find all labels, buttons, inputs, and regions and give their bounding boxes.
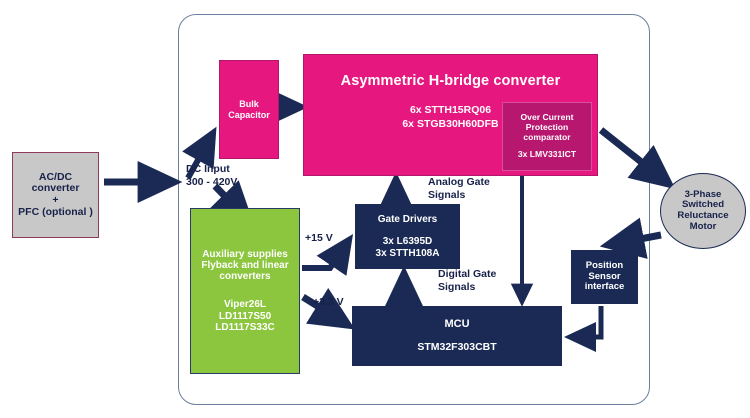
motor-line2: Switched bbox=[681, 199, 725, 211]
aux-line2: Flyback and linear bbox=[201, 259, 289, 271]
gatedrivers-part-2: 3x STTH108A bbox=[375, 247, 440, 259]
acdc-line3: + bbox=[52, 194, 59, 206]
aux-line3: converters bbox=[219, 270, 271, 282]
motor-line1: 3-Phase bbox=[684, 188, 722, 200]
mcu-title: MCU bbox=[444, 317, 470, 330]
hbridge-part-2: 6x STGB30H60DFB bbox=[402, 118, 499, 131]
hbridge-part-1: 6x STTH15RQ06 bbox=[409, 104, 492, 117]
aux-line1: Auxiliary supplies bbox=[202, 248, 288, 260]
bulkcap-line2: Capacitor bbox=[228, 109, 270, 120]
position-sensor-line2: Sensor bbox=[588, 270, 621, 282]
block-three-phase-switched-reluctance-motor[interactable]: 3-Phase Switched Reluctance Motor bbox=[660, 173, 746, 249]
label-3v3-rail: +3.3 V bbox=[313, 296, 344, 308]
position-sensor-line3: interface bbox=[584, 281, 625, 293]
motor-line4: Motor bbox=[689, 220, 717, 232]
gatedrivers-title: Gate Drivers bbox=[377, 214, 438, 226]
block-over-current-protection-comparator[interactable]: Over Current Protection comparator 3x LM… bbox=[502, 102, 592, 171]
hbridge-title: Asymmetric H-bridge converter bbox=[340, 73, 561, 89]
ocp-part: 3x LMV331ICT bbox=[517, 149, 577, 160]
block-position-sensor-interface[interactable]: Position Sensor interface bbox=[571, 250, 638, 304]
ocp-line3: comparator bbox=[523, 131, 571, 142]
gatedrivers-part-1: 3x L6395D bbox=[382, 235, 433, 247]
block-mcu[interactable]: MCU STM32F303CBT bbox=[352, 306, 562, 366]
position-sensor-line1: Position bbox=[585, 260, 624, 272]
block-acdc-converter[interactable]: AC/DC converter + PFC (optional ) bbox=[12, 152, 99, 238]
aux-part-1: Viper26L bbox=[223, 299, 267, 311]
mcu-part: STM32F303CBT bbox=[417, 341, 497, 354]
label-15v-rail: +15 V bbox=[305, 232, 333, 244]
block-auxiliary-supplies[interactable]: Auxiliary supplies Flyback and linear co… bbox=[190, 208, 300, 374]
system-boundary-outline bbox=[178, 14, 650, 405]
ocp-line1: Over Current bbox=[520, 112, 574, 123]
aux-part-3: LD1117S33C bbox=[215, 322, 275, 334]
ocp-line2: Protection bbox=[525, 121, 569, 132]
label-dc-input: DC Input 300 - 420V bbox=[186, 163, 238, 188]
label-analog-gate-signals: Analog Gate Signals bbox=[428, 176, 490, 201]
aux-part-2: LD1117S50 bbox=[218, 311, 272, 323]
block-bulk-capacitor[interactable]: Bulk Capacitor bbox=[219, 60, 279, 159]
motor-line3: Reluctance bbox=[677, 210, 729, 221]
acdc-line2: converter bbox=[31, 182, 80, 195]
block-gate-drivers[interactable]: Gate Drivers 3x L6395D 3x STTH108A bbox=[355, 204, 460, 269]
acdc-line1: AC/DC bbox=[38, 170, 73, 183]
bulkcap-line1: Bulk bbox=[239, 99, 259, 110]
label-digital-gate-signals: Digital Gate Signals bbox=[438, 268, 497, 293]
acdc-line4: PFC (optional ) bbox=[18, 205, 93, 218]
